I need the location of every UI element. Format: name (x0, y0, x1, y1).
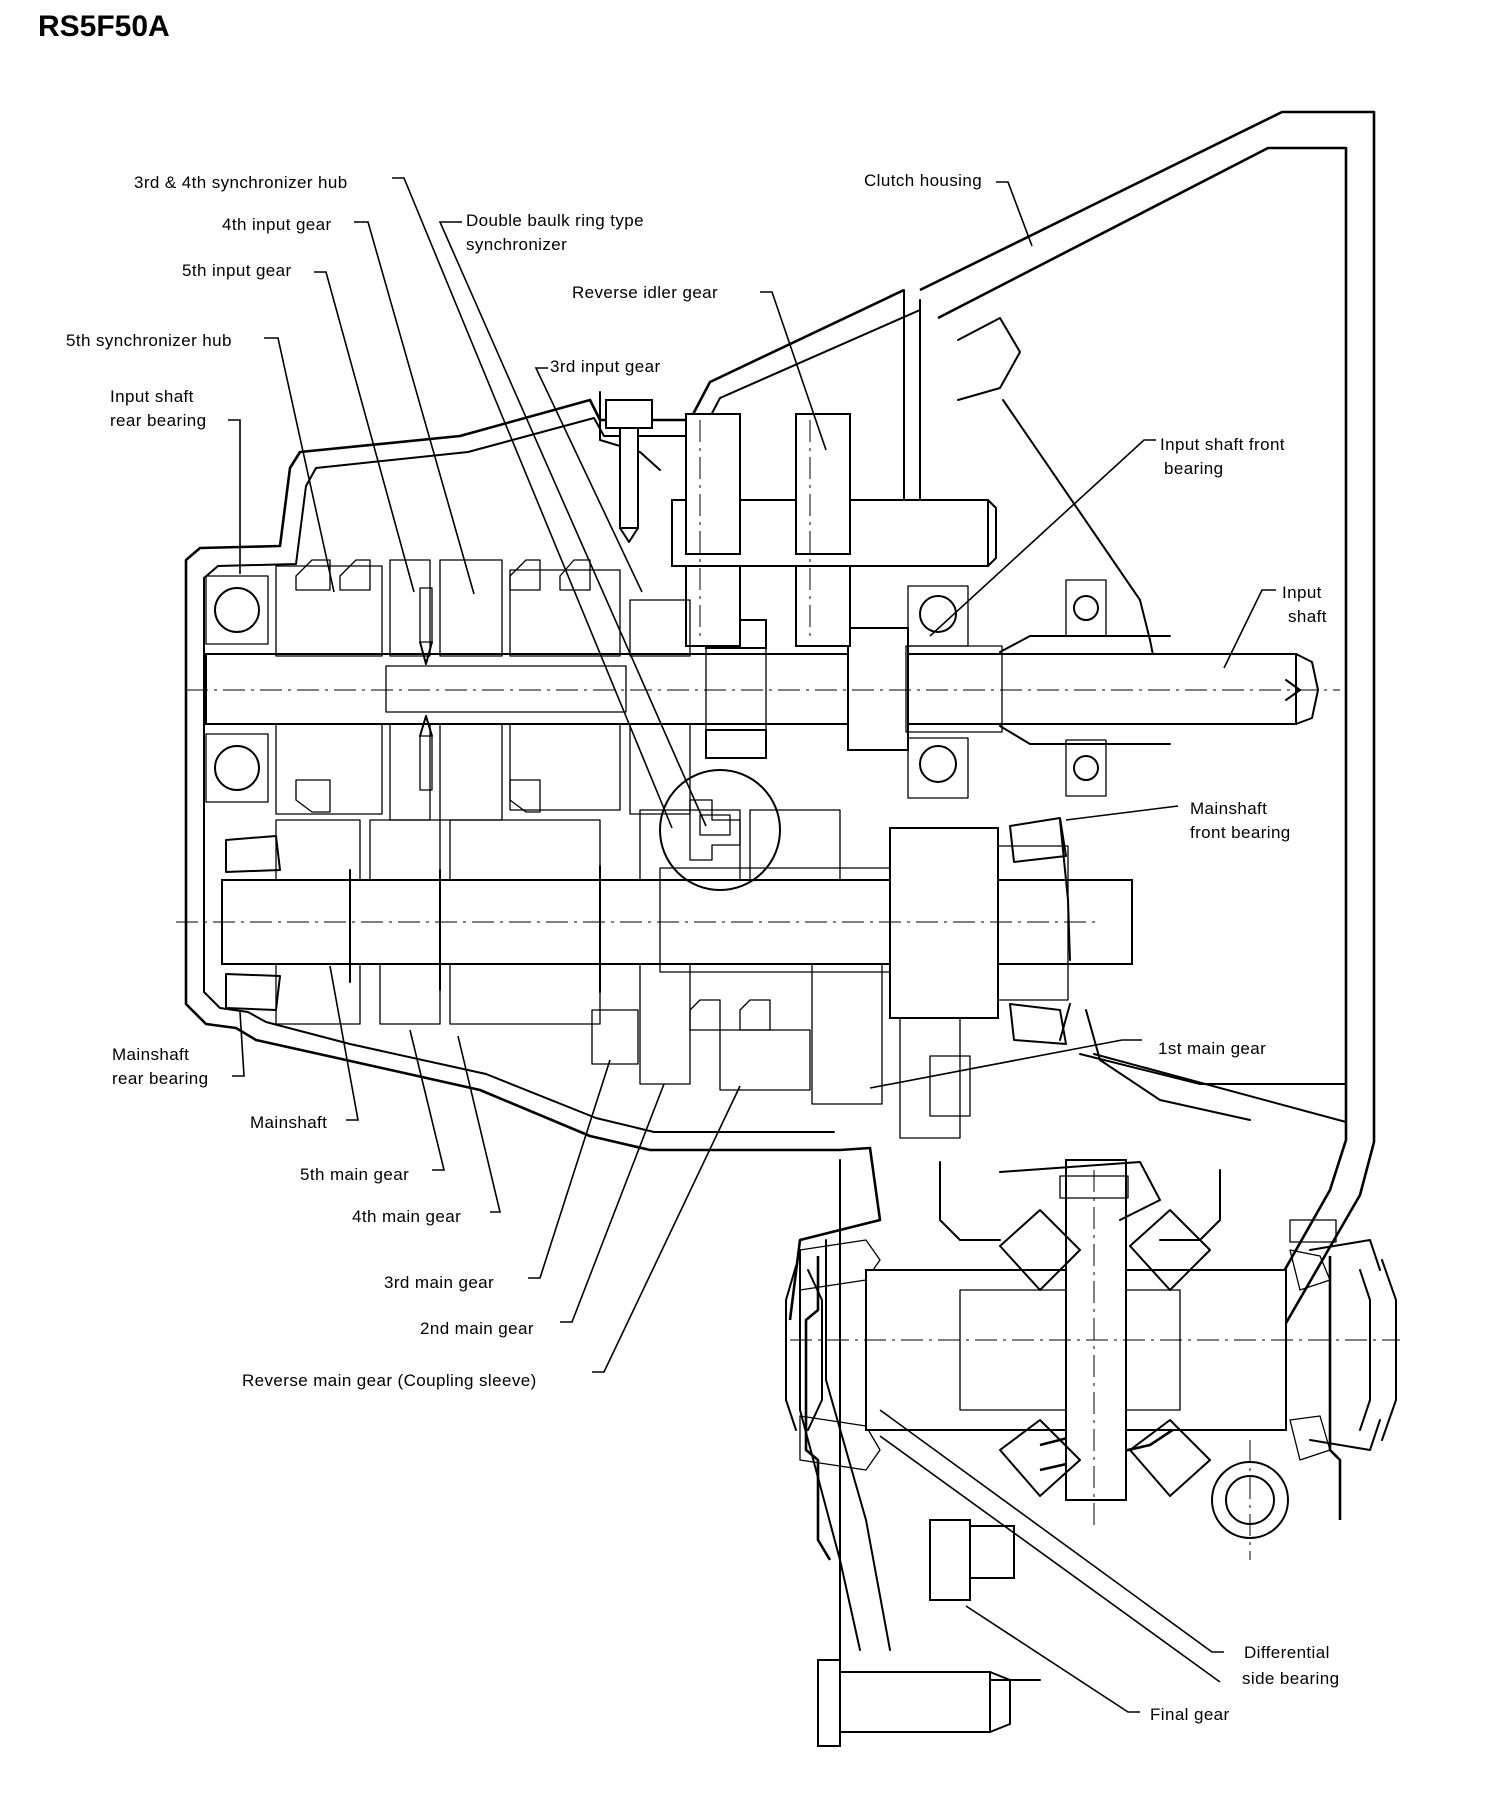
label-differential-side-bearing-2: side bearing (1242, 1669, 1339, 1688)
label-5th-main-gear: 5th main gear (300, 1165, 409, 1184)
input-shaft-assembly (205, 619, 1319, 759)
input-shaft (205, 653, 1297, 725)
label-3rd-4th-synchronizer-hub: 3rd & 4th synchronizer hub (134, 173, 348, 192)
label-2nd-main-gear: 2nd main gear (420, 1319, 534, 1338)
label-input-shaft-rear-bearing-1: Input shaft (110, 387, 194, 406)
label-mainshaft-front-bearing-2: front bearing (1190, 823, 1291, 842)
label-5th-input-gear: 5th input gear (182, 261, 292, 280)
double-baulk-synchronizer (689, 799, 741, 861)
label-mainshaft: Mainshaft (250, 1113, 327, 1132)
reverse-idler-gear (671, 413, 997, 647)
case-bolt (605, 399, 653, 543)
double-baulk-detail-circle (659, 769, 781, 891)
label-4th-input-gear: 4th input gear (222, 215, 332, 234)
final-gear-bolt (817, 1519, 1015, 1747)
label-mainshaft-rear-bearing-1: Mainshaft (112, 1045, 189, 1064)
mainshaft-gears (275, 809, 971, 1139)
label-input-shaft-front-bearing-1: Input shaft front (1160, 435, 1285, 454)
transmission-case-outline (184, 288, 1251, 1681)
label-input-shaft-front-bearing-2: bearing (1164, 459, 1224, 478)
label-3rd-input-gear: 3rd input gear (550, 357, 661, 376)
input-shaft-rear-bearing (205, 575, 269, 803)
center-lines (176, 689, 1400, 1560)
label-differential-side-bearing-1: Differential (1244, 1643, 1330, 1662)
label-double-baulk-1: Double baulk ring type (466, 211, 644, 230)
label-clutch-housing: Clutch housing (864, 171, 982, 190)
label-double-baulk-2: synchronizer (466, 235, 567, 254)
label-input-shaft-2: shaft (1288, 607, 1327, 626)
diagram-title: RS5F50A (38, 10, 170, 43)
mainshaft-assembly (221, 827, 1133, 1019)
input-shaft-front-bearing (907, 579, 1107, 799)
label-reverse-idler-gear: Reverse idler gear (572, 283, 718, 302)
label-4th-main-gear: 4th main gear (352, 1207, 461, 1226)
label-1st-main-gear: 1st main gear (1158, 1039, 1266, 1058)
label-final-gear: Final gear (1150, 1705, 1230, 1724)
label-mainshaft-rear-bearing-2: rear bearing (112, 1069, 208, 1088)
leader-lines (228, 177, 1276, 1713)
mainshaft-front-bearing (1009, 817, 1071, 1045)
label-reverse-main-gear: Reverse main gear (Coupling sleeve) (242, 1371, 537, 1390)
label-input-shaft-rear-bearing-2: rear bearing (110, 411, 206, 430)
differential-assembly (785, 1159, 1397, 1561)
label-5th-synchronizer-hub: 5th synchronizer hub (66, 331, 232, 350)
callout-labels: 3rd & 4th synchronizer hub 4th input gea… (66, 171, 1339, 1724)
label-3rd-main-gear: 3rd main gear (384, 1273, 494, 1292)
label-input-shaft-1: Input (1282, 583, 1322, 602)
label-mainshaft-front-bearing-1: Mainshaft (1190, 799, 1267, 818)
clutch-housing-outline (903, 110, 1376, 1472)
